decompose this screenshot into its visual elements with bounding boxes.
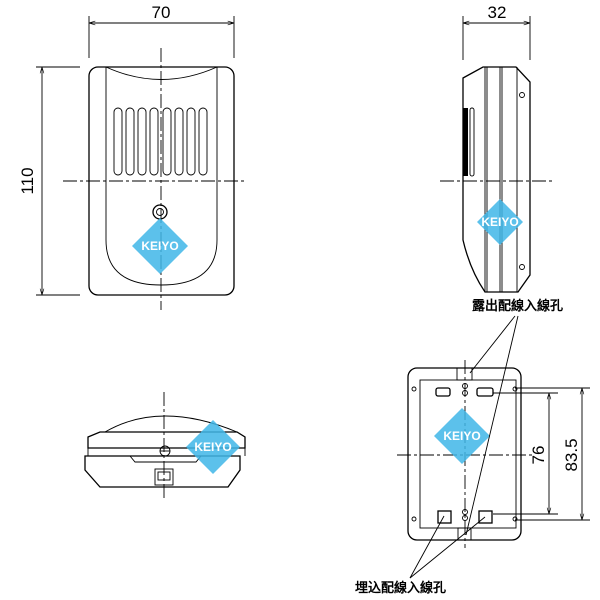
- dim-width: 70: [152, 3, 171, 22]
- dim-height: 110: [18, 167, 37, 194]
- back-view: 76 83.5 KEIYO 露出配線入線孔 埋込配線入線孔: [355, 298, 590, 596]
- label-surface-wiring-hole: 露出配線入線孔: [472, 298, 563, 314]
- front-view: 70 110 KEIYO: [18, 3, 245, 310]
- speaker-grille: [113, 107, 208, 176]
- svg-text:KEIYO: KEIYO: [141, 239, 178, 253]
- keiyo-watermark: KEIYO: [477, 199, 523, 245]
- label-flush-wiring-hole: 埋込配線入線孔: [355, 580, 446, 596]
- svg-text:KEIYO: KEIYO: [481, 215, 518, 229]
- keiyo-watermark: KEIYO: [434, 408, 490, 464]
- dim-76: 76: [529, 446, 548, 465]
- bottom-view: KEIYO: [84, 392, 246, 500]
- svg-text:KEIYO: KEIYO: [194, 440, 231, 454]
- keiyo-watermark: KEIYO: [132, 218, 188, 274]
- side-view: 32 KEIYO: [440, 3, 555, 293]
- keiyo-watermark: KEIYO: [186, 420, 240, 474]
- screw-icon: [152, 204, 168, 220]
- svg-text:KEIYO: KEIYO: [443, 429, 480, 443]
- dim-83-5: 83.5: [562, 438, 581, 471]
- dim-depth: 32: [488, 3, 507, 22]
